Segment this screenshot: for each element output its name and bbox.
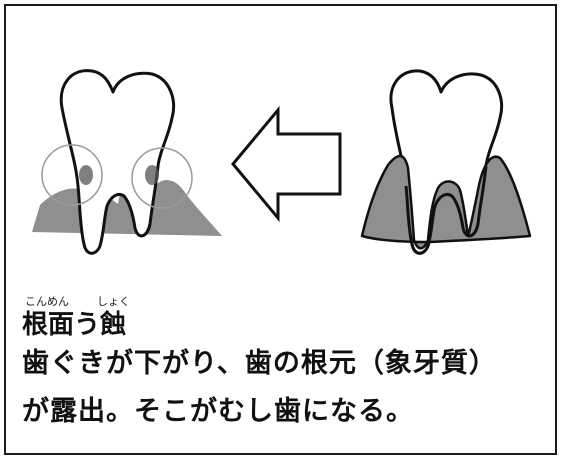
description-line-2: が露出。そこがむし歯になる。 — [22, 396, 414, 427]
furigana-shoku: しょく — [97, 295, 130, 308]
term-title: 根面う蝕 — [22, 310, 127, 340]
furigana-konmen: こんめん — [25, 295, 69, 308]
decay-spot-left — [79, 165, 93, 185]
card-frame — [4, 4, 557, 455]
highlight-circle-left — [41, 144, 103, 206]
description-line-1: 歯ぐきが下がり、歯の根元（象牙質） — [22, 348, 497, 379]
decay-spot-right — [145, 165, 159, 185]
healthy-gum-tooth-diagram — [360, 69, 532, 255]
receded-gum-tooth-diagram — [32, 69, 222, 255]
highlight-circle-right — [131, 147, 193, 209]
tooth-outline-left — [59, 69, 176, 255]
left-arrow-icon — [231, 105, 342, 223]
gum-healthy — [360, 154, 532, 250]
root-lines-right — [404, 165, 488, 255]
